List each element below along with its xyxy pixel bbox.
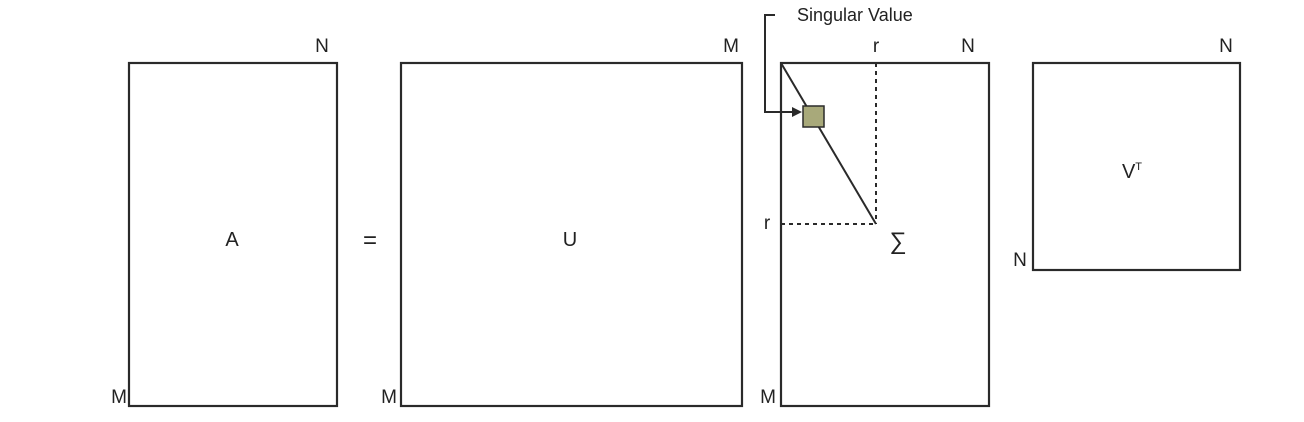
matrix-vt-box bbox=[1031, 61, 1242, 272]
matrix-u: U M M bbox=[381, 36, 744, 408]
equals-sign: = bbox=[363, 227, 377, 254]
matrix-u-rows-label: M bbox=[381, 387, 397, 408]
sigma-symbol: ∑ bbox=[889, 228, 906, 255]
matrix-sigma-rows-label: M bbox=[760, 387, 776, 408]
matrix-a-rows-label: M bbox=[111, 387, 127, 408]
singular-value-callout: Singular Value bbox=[764, 5, 913, 117]
diagonal-line bbox=[780, 62, 877, 225]
singular-value-square bbox=[802, 105, 825, 128]
matrix-vt-label: VT bbox=[1122, 161, 1142, 183]
matrix-vt-name: V bbox=[1122, 161, 1136, 183]
matrix-a-box bbox=[127, 61, 339, 408]
matrix-vt-superscript: T bbox=[1135, 161, 1142, 173]
matrix-u-columns-label: M bbox=[723, 36, 739, 57]
matrix-sigma: r r N M ∑ bbox=[760, 36, 991, 408]
rank-top-label: r bbox=[873, 36, 880, 57]
matrix-a-columns-label: N bbox=[315, 36, 329, 57]
matrix-sigma-columns-label: N bbox=[961, 36, 975, 57]
singular-value-label: Singular Value bbox=[797, 5, 913, 25]
matrix-vt: VT N N bbox=[1013, 36, 1242, 272]
matrix-vt-columns-label: N bbox=[1219, 36, 1233, 57]
matrix-u-label: U bbox=[563, 229, 577, 251]
matrix-a-label: A bbox=[225, 229, 239, 251]
rank-side-label: r bbox=[764, 213, 771, 234]
matrix-vt-rows-label: N bbox=[1013, 250, 1027, 271]
callout-arrow bbox=[764, 14, 802, 117]
matrix-u-box bbox=[399, 61, 744, 408]
matrix-a: A N M bbox=[111, 36, 339, 408]
